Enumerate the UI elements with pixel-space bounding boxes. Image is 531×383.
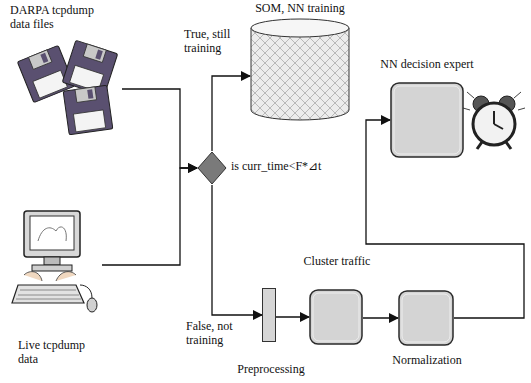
computer-shape	[10, 205, 102, 331]
source-icon: DARPA tcpdump data files	[6, 4, 126, 139]
box-shape	[309, 289, 363, 345]
floppy-shape	[18, 40, 122, 138]
cylinder-shape	[250, 18, 350, 120]
node-label: NN decision expert	[372, 58, 482, 72]
node-label: Normalization	[384, 354, 470, 368]
diamond-shape	[197, 151, 227, 185]
process-box: Cluster traffic	[296, 255, 378, 347]
process-box: NN decision expert	[372, 58, 482, 162]
flow-arrow	[276, 316, 309, 317]
alarm-clock	[463, 92, 525, 149]
flow-arrow	[122, 89, 197, 168]
box-shape	[390, 82, 464, 158]
bar-shape	[262, 288, 276, 342]
node-label: Live tcpdump data	[18, 339, 102, 367]
database-cylinder: SOM, NN training	[240, 0, 360, 122]
node-label: Preprocessing	[226, 363, 316, 377]
flow-arrow	[102, 168, 197, 265]
node-label: is curr_time<F*⊿t	[231, 160, 343, 174]
source-icon: Live tcpdump data	[8, 205, 108, 377]
node-label: DARPA tcpdump data files	[10, 4, 102, 32]
decision-diamond: is curr_time<F*⊿t	[195, 149, 345, 187]
box-shape	[398, 290, 454, 346]
node-label: SOM, NN training	[240, 2, 360, 16]
edge-label: True, still training	[184, 28, 246, 56]
edge-label: False, not training	[186, 320, 248, 348]
process-box: Normalization	[384, 288, 470, 374]
flow-arrow	[212, 76, 250, 151]
flow-arrow	[363, 317, 398, 318]
node-label: Cluster traffic	[296, 255, 378, 269]
flow-arrow	[212, 185, 262, 315]
